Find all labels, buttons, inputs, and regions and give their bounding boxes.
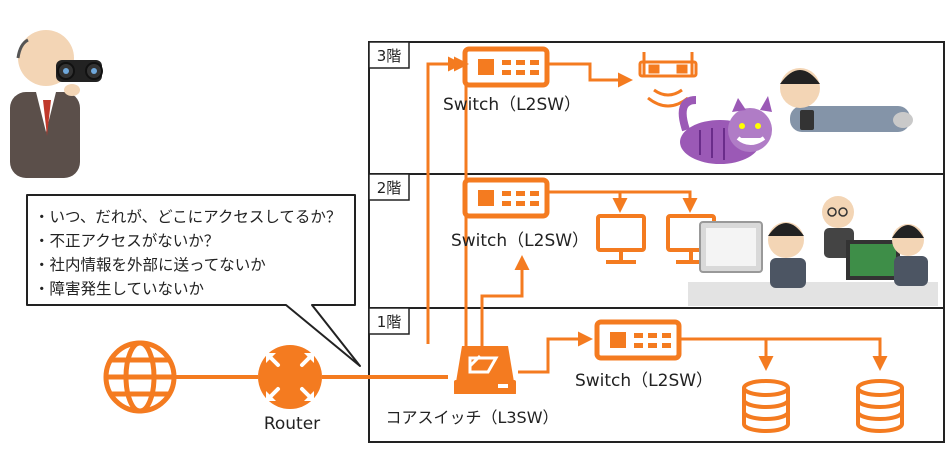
- switch-3f-label: Switch（L2SW）: [443, 95, 581, 115]
- core-switch-icon: [454, 346, 516, 394]
- database-icon: [742, 379, 790, 433]
- callout-line-1: ・いつ、だれが、どこにアクセスしてるか？: [34, 208, 341, 226]
- cat-illustration: [678, 96, 772, 164]
- wifi-ap-icon: [638, 52, 698, 108]
- database-icon: [856, 379, 904, 433]
- monitoring-callout: ・いつ、だれが、どこにアクセスしてるか？ ・不正アクセスがないか？ ・社内情報を…: [26, 194, 361, 367]
- floor-3-label: 3階: [377, 47, 402, 65]
- employee-lying-with-phone-illustration: [780, 68, 913, 132]
- router-icon: [258, 345, 322, 409]
- office-workers-illustration: [688, 196, 938, 306]
- monitor-icon: [596, 214, 646, 264]
- observer-with-binoculars-illustration: [10, 30, 103, 178]
- core-switch-label: コアスイッチ（L3SW）: [385, 408, 558, 427]
- internet-globe-icon: [103, 340, 177, 414]
- core-to-3f-link: [426, 56, 463, 344]
- switch-2f-label: Switch（L2SW）: [451, 231, 589, 251]
- l2-switch-icon: [462, 177, 550, 219]
- floor-2-label: 2階: [377, 179, 402, 197]
- switch-1f-label: Switch（L2SW）: [575, 371, 713, 391]
- router-label: Router: [264, 414, 320, 434]
- l2-switch-icon: [594, 319, 682, 361]
- l2-switch-icon: [462, 46, 550, 88]
- floor-1-label: 1階: [377, 313, 402, 331]
- callout-line-2: ・不正アクセスがないか？: [34, 232, 219, 250]
- callout-line-4: ・障害発生していないか: [34, 280, 204, 298]
- callout-line-3: ・社内情報を外部に送ってないか: [34, 256, 266, 274]
